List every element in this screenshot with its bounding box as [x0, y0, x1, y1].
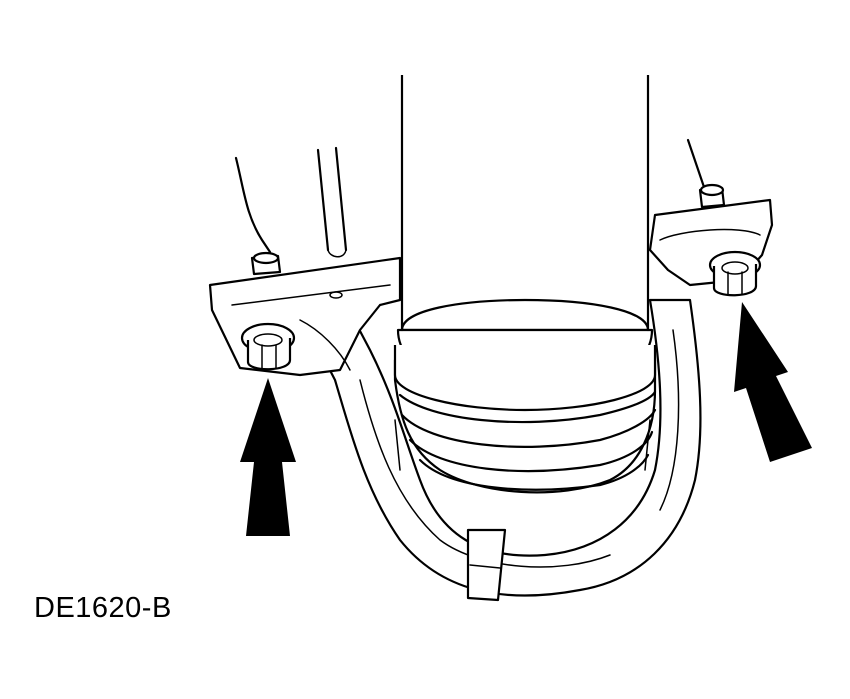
- left-bolt-arrow: [240, 378, 296, 536]
- left-bolt: [240, 251, 296, 371]
- figure-id-label: DE1620-B: [34, 592, 172, 624]
- right-bolt: [698, 183, 762, 297]
- right-bolt-arrow: [734, 302, 812, 462]
- lower-u-bracket: [298, 298, 702, 597]
- shock-absorber-tube: [393, 75, 657, 412]
- frame-rail-lines: [234, 138, 707, 258]
